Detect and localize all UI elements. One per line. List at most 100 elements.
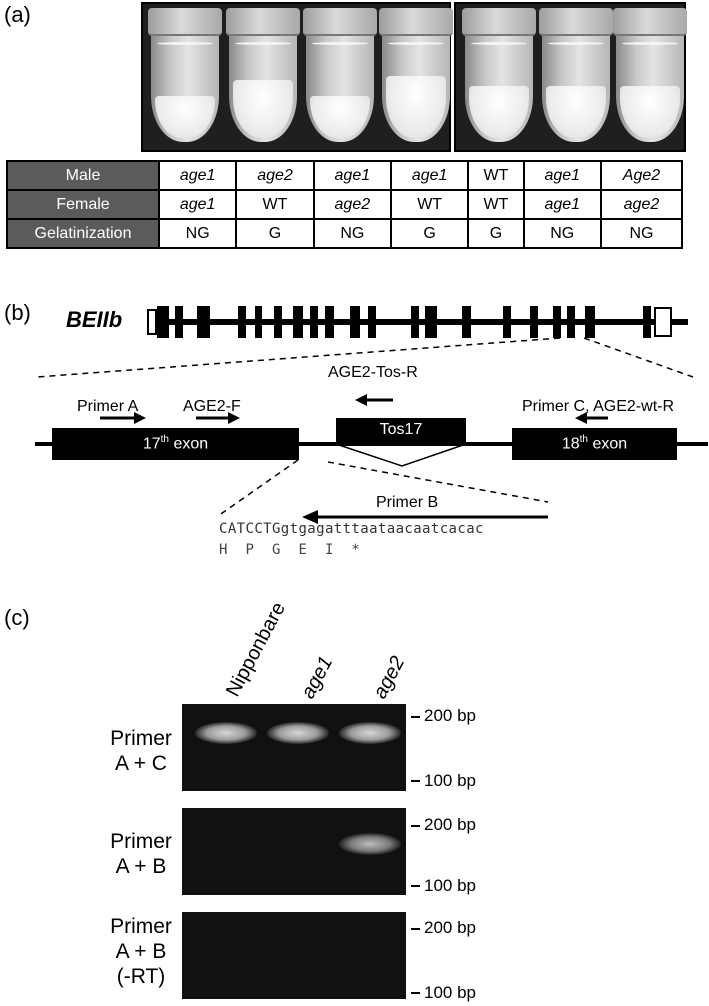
table-cell: age1 — [389, 160, 470, 191]
cross-table: Male age1 age2 age1 age1 WT age1 Age2 Fe… — [6, 160, 684, 249]
gel-image-ab — [182, 808, 406, 895]
exon-17-sup: th — [160, 434, 169, 445]
tube-meniscus — [235, 42, 291, 45]
table-cell: G — [467, 218, 525, 249]
marker-200-row1: 200 bp — [424, 706, 476, 725]
gene-name: BEIIb — [66, 307, 123, 332]
sample-tube — [539, 8, 613, 142]
tube-meniscus — [157, 42, 213, 45]
table-cell: age1 — [157, 189, 238, 220]
lane-label-age1: age1 — [297, 652, 338, 703]
tube-meniscus — [622, 42, 678, 45]
marker-200-row3: 200 bp — [424, 918, 476, 937]
sample-tube — [462, 8, 536, 142]
gene-diagram — [35, 306, 708, 524]
table-cell: WT — [235, 189, 315, 220]
table-cell: WT — [389, 189, 470, 220]
gel-image-ab-rt — [182, 912, 406, 999]
exon-18-label: 18th exon — [512, 434, 677, 453]
table-cell: age1 — [312, 160, 392, 191]
gel-row-label-ab-rt: Primer A + B (-RT) — [86, 914, 196, 989]
table-cell: Age2 — [599, 160, 684, 191]
table-cell: age2 — [235, 160, 315, 191]
table-cell: NG — [599, 218, 684, 249]
marker-100-row2: 100 bp — [424, 876, 476, 895]
marker-100-row1: 100 bp — [424, 771, 476, 790]
table-cell: NG — [522, 218, 602, 249]
utr-box-right — [654, 307, 672, 337]
utr-box-left — [147, 309, 157, 335]
tube-sediment — [233, 80, 293, 138]
age2-tos-r-label: AGE2-Tos-R — [328, 364, 418, 381]
table-cell: WT — [467, 160, 525, 191]
exon-blocks — [157, 306, 651, 338]
panel-label-b: (b) — [4, 300, 31, 325]
table-cell: WT — [467, 189, 525, 220]
tube-sediment — [546, 86, 606, 138]
primer-a-label: Primer A — [77, 398, 139, 415]
tos17-label: Tos17 — [379, 421, 423, 438]
gel-image-ac — [182, 704, 406, 791]
tube-cap — [379, 8, 453, 36]
gel-band-lane-3 — [339, 833, 401, 855]
sample-tube — [613, 8, 687, 142]
label-line: A + B — [115, 940, 167, 963]
gel-row-label-ac: Primer A + C — [86, 726, 196, 776]
sample-tube — [148, 8, 222, 142]
exon-17-block — [52, 428, 299, 460]
tube-sediment — [155, 96, 215, 138]
exon-17-number: 17 — [142, 435, 161, 453]
gel-band-lane-2 — [267, 722, 329, 744]
tos17-block — [336, 418, 466, 444]
sample-tube — [303, 8, 377, 142]
tube-sediment — [620, 86, 680, 138]
tube-cap — [462, 8, 536, 36]
primer-c-label: Primer C, AGE2-wt-R — [522, 398, 675, 415]
row-header: Male — [6, 160, 160, 191]
tube-sediment — [469, 86, 529, 138]
lane-label-nipponbare: Nipponbare — [222, 598, 290, 701]
marker-100-row3: 100 bp — [424, 983, 476, 1002]
marker-200-row2: 200 bp — [424, 815, 476, 834]
table-cell: NG — [157, 218, 238, 249]
exon-18-block — [512, 428, 677, 460]
table-cell: NG — [312, 218, 392, 249]
table-cell: age1 — [522, 160, 602, 191]
table-row-female: Female age1 WT age2 WT WT age1 age2 — [6, 189, 684, 220]
tube-cap — [148, 8, 222, 36]
sample-tube — [226, 8, 300, 142]
gel-band-lane-3 — [339, 722, 401, 744]
tube-sediment — [310, 96, 370, 138]
tube-meniscus — [312, 42, 368, 45]
table-cell: G — [389, 218, 470, 249]
row-header: Gelatinization — [6, 218, 160, 249]
exon-18-sup: th — [579, 434, 588, 445]
tube-sediment — [386, 76, 446, 138]
row-header: Female — [6, 189, 160, 220]
primer-arrows — [100, 394, 608, 524]
tube-cap — [613, 8, 687, 36]
table-row-male: Male age1 age2 age1 age1 WT age1 Age2 — [6, 160, 684, 191]
amino-acid-translation: H P G E I * — [219, 542, 361, 558]
table-cell: age1 — [522, 189, 602, 220]
table-row-gelatinization: Gelatinization NG G NG G G NG NG — [6, 218, 684, 249]
exon-18-word: exon — [588, 435, 628, 453]
lane-label-age2: age2 — [369, 652, 410, 703]
label-line: (-RT) — [116, 965, 166, 988]
table-cell: G — [235, 218, 315, 249]
tube-cap — [303, 8, 377, 36]
exon-17-word: exon — [169, 435, 209, 453]
primer-b-label: Primer B — [376, 494, 439, 511]
exon-18-number: 18 — [561, 435, 580, 453]
gel-band-lane-1 — [195, 722, 257, 744]
label-line: Primer — [110, 830, 172, 853]
gel-row-label-ab: Primer A + B — [86, 829, 196, 879]
label-line: Primer — [110, 915, 172, 938]
label-line: Primer — [110, 727, 172, 750]
tube-meniscus — [548, 42, 604, 45]
panel-label-a: (a) — [4, 2, 31, 27]
table-cell: age1 — [157, 160, 238, 191]
exon-17-label: 17th exon — [52, 434, 299, 453]
tube-cap — [226, 8, 300, 36]
label-line: A + B — [115, 855, 167, 878]
